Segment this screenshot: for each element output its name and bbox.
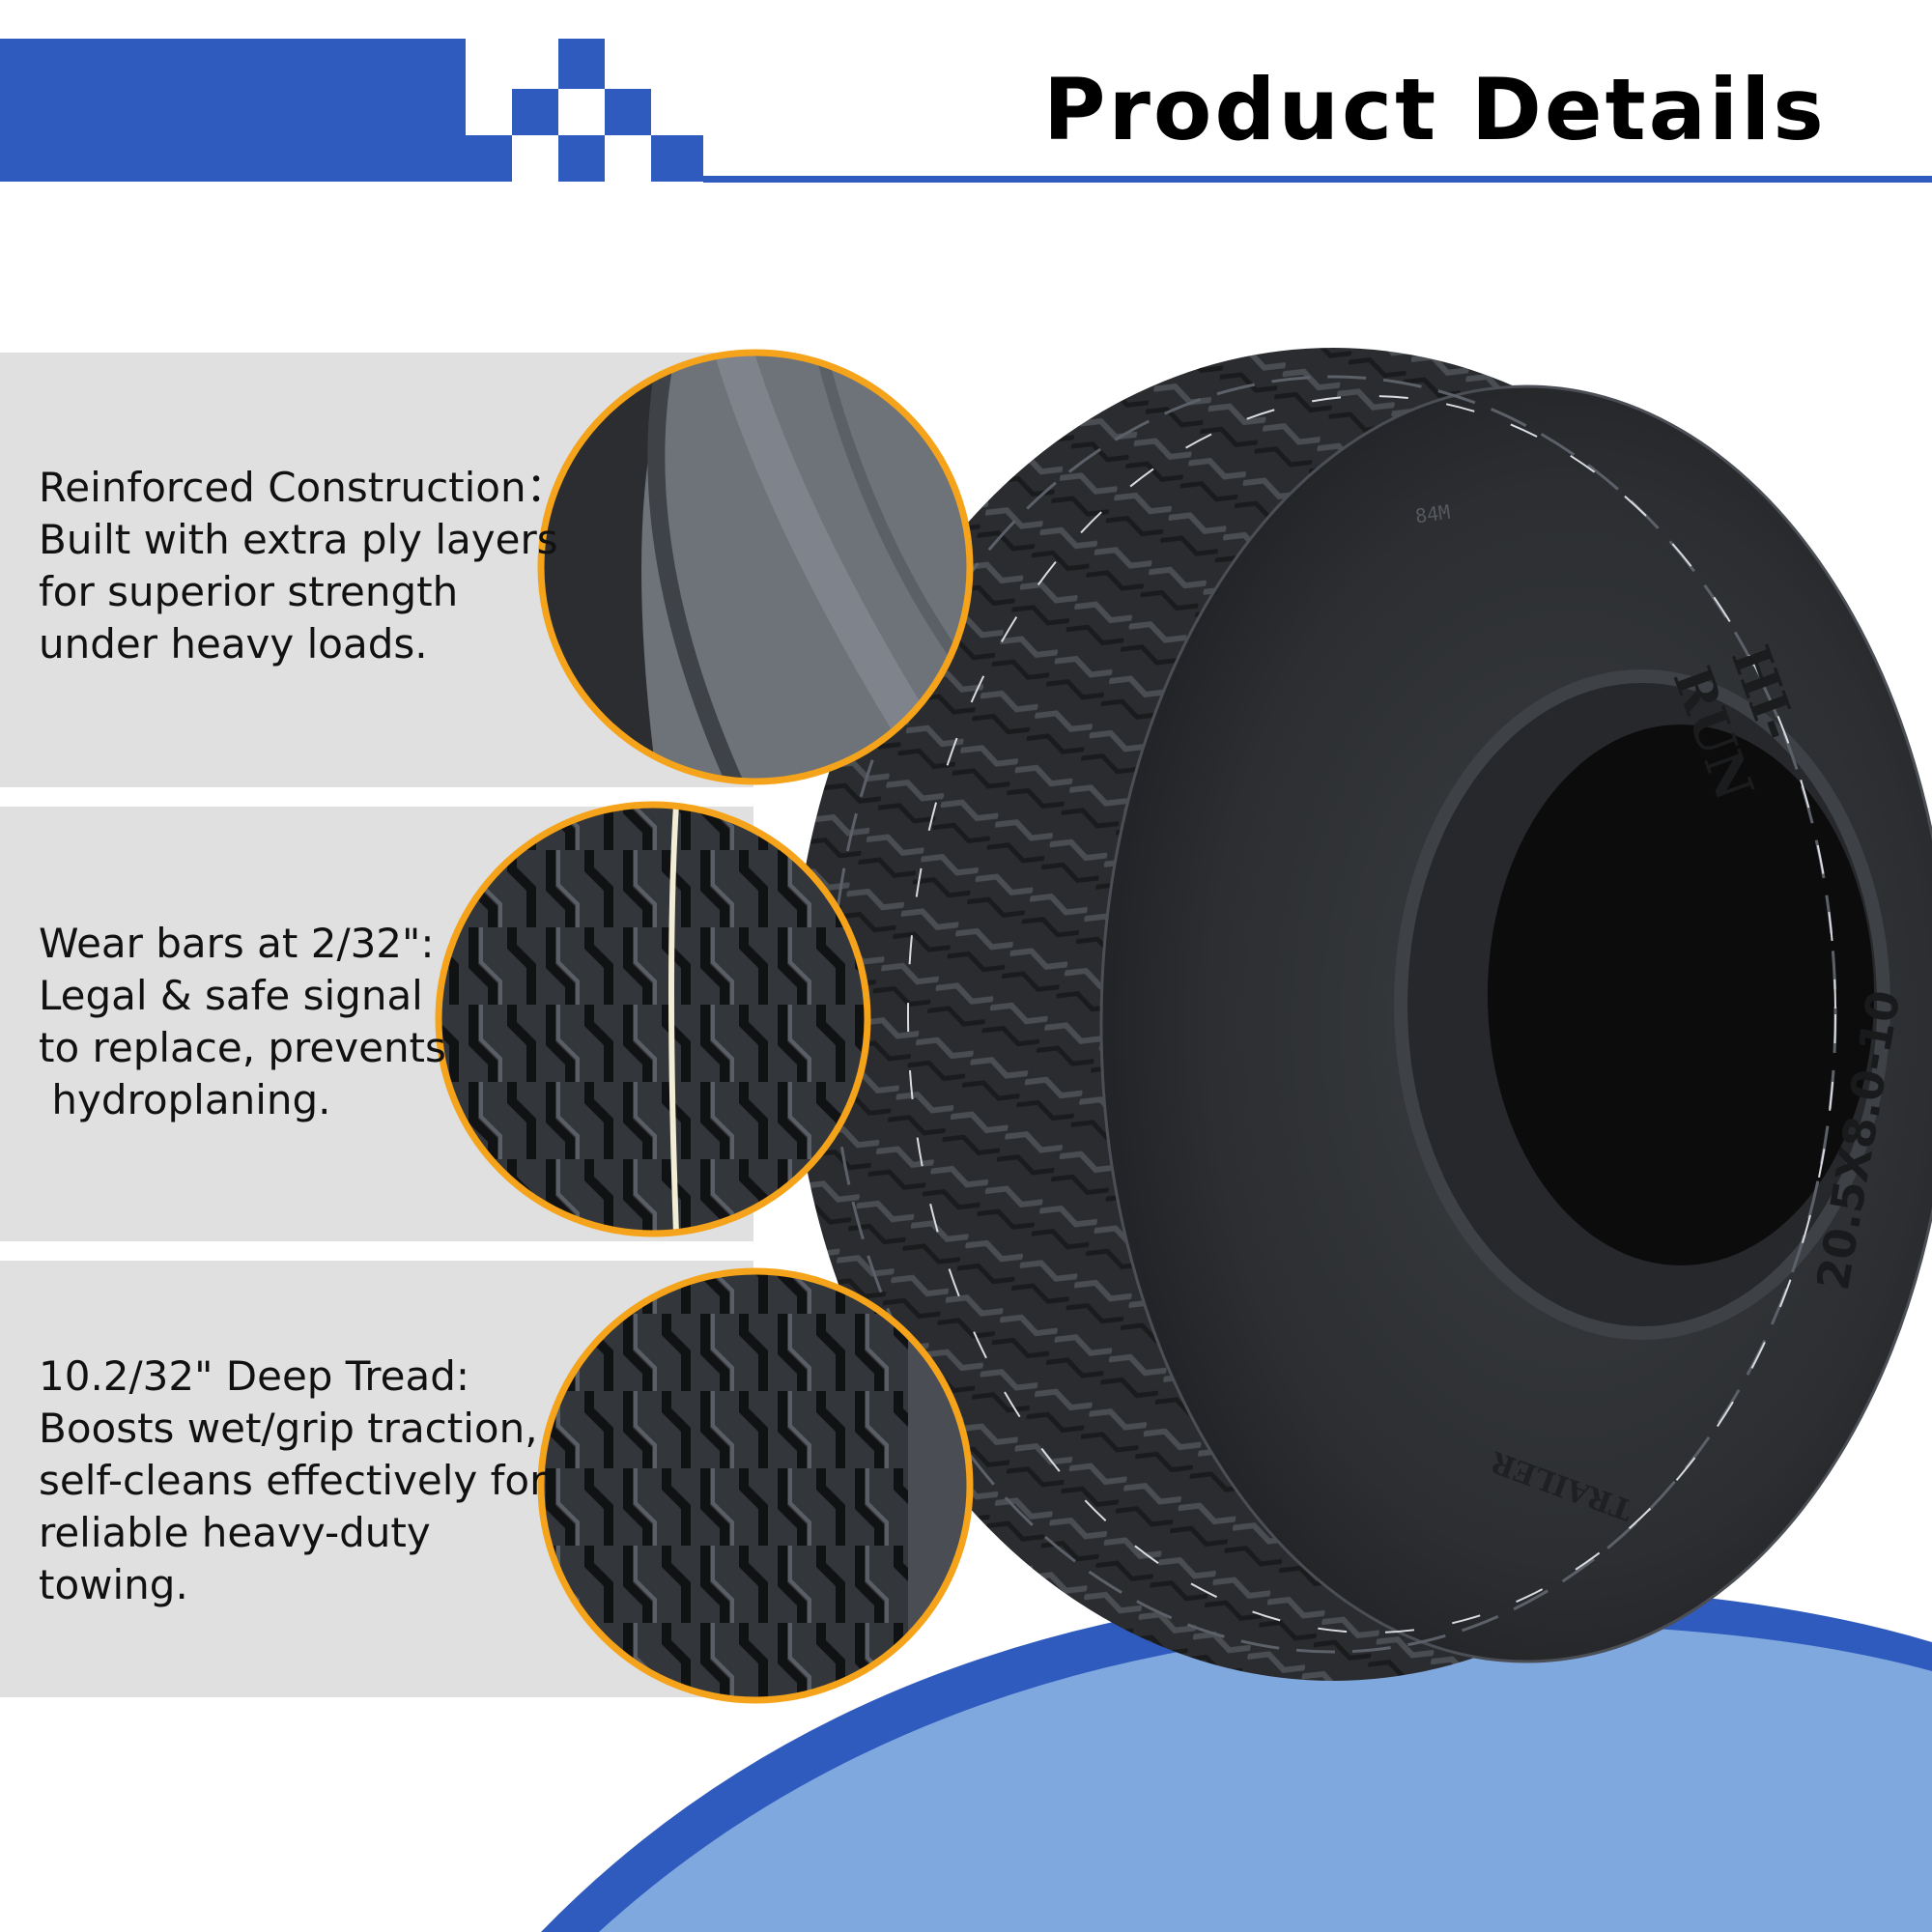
page-title: Product Details	[1043, 60, 1827, 159]
feature-construction: Reinforced Construction： Built with extr…	[39, 462, 567, 670]
feature-line: self-cleans effectively for	[39, 1457, 547, 1504]
header-rule	[703, 176, 1932, 183]
feature-line: for superior strength	[39, 568, 459, 615]
feature-line: under heavy loads.	[39, 620, 428, 668]
callout-ring-1	[537, 349, 974, 785]
checker-pattern	[466, 39, 703, 182]
feature-line: Legal & safe signal	[39, 972, 423, 1019]
floor-blue-light	[599, 1623, 1932, 1932]
callout-ring-3	[537, 1267, 974, 1704]
callout-construction	[541, 353, 970, 781]
feature-line: reliable heavy-duty	[39, 1509, 431, 1556]
feature-wear-bars: Wear bars at 2/32": Legal & safe signal …	[39, 918, 446, 1126]
feature-line: towing.	[39, 1561, 188, 1608]
feature-line: hydroplaning.	[39, 1076, 331, 1123]
feature-line: Boosts wet/grip traction,	[39, 1405, 538, 1452]
callout-wear-bars	[439, 805, 867, 1234]
feature-line: Built with extra ply layers	[39, 516, 558, 563]
callout-ring-2	[435, 801, 871, 1237]
feature-line: Wear bars at 2/32":	[39, 920, 435, 967]
tire-image	[792, 348, 1932, 1681]
feature-deep-tread: 10.2/32" Deep Tread: Boosts wet/grip tra…	[39, 1350, 547, 1611]
feature-line: 10.2/32" Deep Tread:	[39, 1352, 470, 1400]
header-band	[0, 39, 512, 182]
feature-line: to replace, prevents	[39, 1024, 446, 1071]
feature-line: Reinforced Construction：	[39, 464, 567, 511]
